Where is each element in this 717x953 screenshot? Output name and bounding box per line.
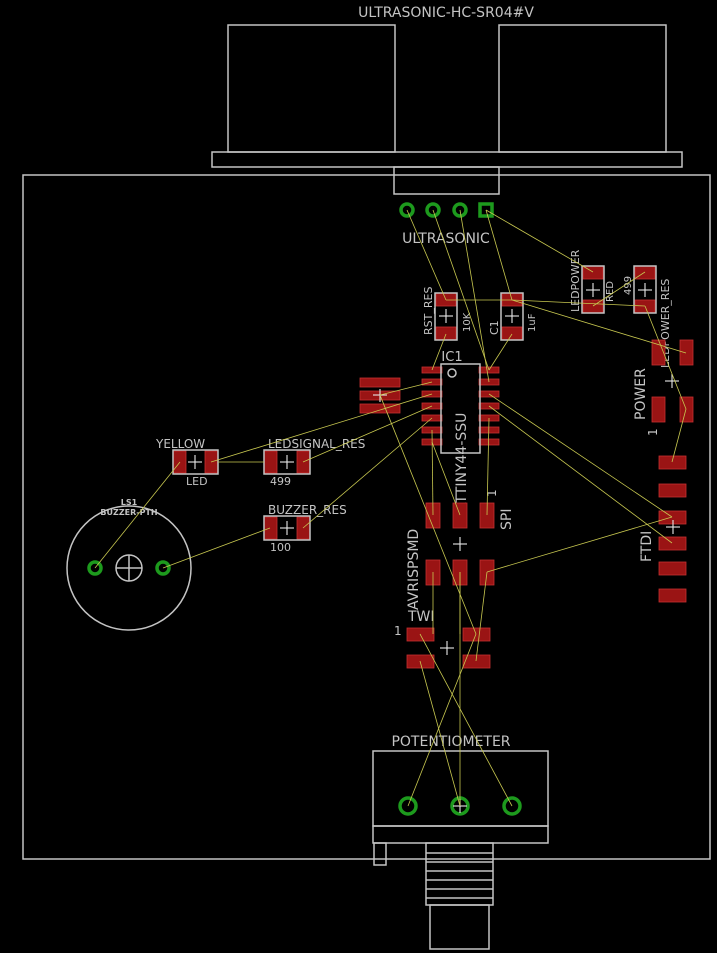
yellow-label: YELLOW <box>155 437 205 451</box>
buzzer-res-label: BUZZER_RES <box>268 503 347 517</box>
ultrasonic-label: ULTRASONIC <box>402 231 490 247</box>
r499a-label: 499 <box>623 276 634 295</box>
r10k-label: 10K <box>462 312 473 332</box>
spi-pin1-label: 1 <box>485 489 499 497</box>
red-label: RED <box>605 281 616 302</box>
led-label: LED <box>186 475 208 488</box>
r100-label: 100 <box>270 541 291 554</box>
ledpower-led[interactable] <box>581 265 605 314</box>
potentiometer-label: POTENTIOMETER <box>391 734 510 750</box>
module-value-label: ULTRASONIC-HC-SR04#V <box>358 5 534 21</box>
twi-pin1-label: 1 <box>394 624 402 638</box>
avrispsmd-label: AVRISPSMD <box>406 529 422 610</box>
twi-label: TWI <box>407 609 435 625</box>
ledpower-label: LEDPOWER <box>569 249 582 312</box>
attiny-label: ATTINY44-SSU <box>454 413 470 512</box>
ic1-label: IC1 <box>441 350 462 365</box>
ultrasonic-module[interactable] <box>211 24 683 218</box>
ledsignal-resistor[interactable] <box>263 449 311 475</box>
buzzer-value-label: BUZZER-PTH <box>100 508 157 517</box>
power-label: POWER <box>633 368 649 420</box>
power-pin1-label: 1 <box>646 428 660 436</box>
potentiometer[interactable] <box>372 750 549 950</box>
airwires <box>94 209 687 807</box>
rst-resistor[interactable] <box>434 292 458 341</box>
ftdi-label: FTDI <box>639 531 655 562</box>
buzzer[interactable] <box>66 505 192 631</box>
yellow-led[interactable] <box>172 449 219 475</box>
power-header[interactable] <box>651 339 694 423</box>
c1-label: C1 <box>488 320 501 335</box>
ledpower-resistor[interactable] <box>633 265 657 314</box>
c1uf-label: 1uF <box>527 313 538 332</box>
ftdi-header[interactable] <box>658 455 687 603</box>
rst-res-label: RST_RES <box>422 287 435 335</box>
spi-label: SPI <box>499 509 515 530</box>
buzzer-name-label: LS1 <box>121 498 138 507</box>
ledsignal-res-label: LEDSIGNAL_RES <box>268 437 365 451</box>
r499b-label: 499 <box>270 475 291 488</box>
board-outline <box>22 174 711 860</box>
